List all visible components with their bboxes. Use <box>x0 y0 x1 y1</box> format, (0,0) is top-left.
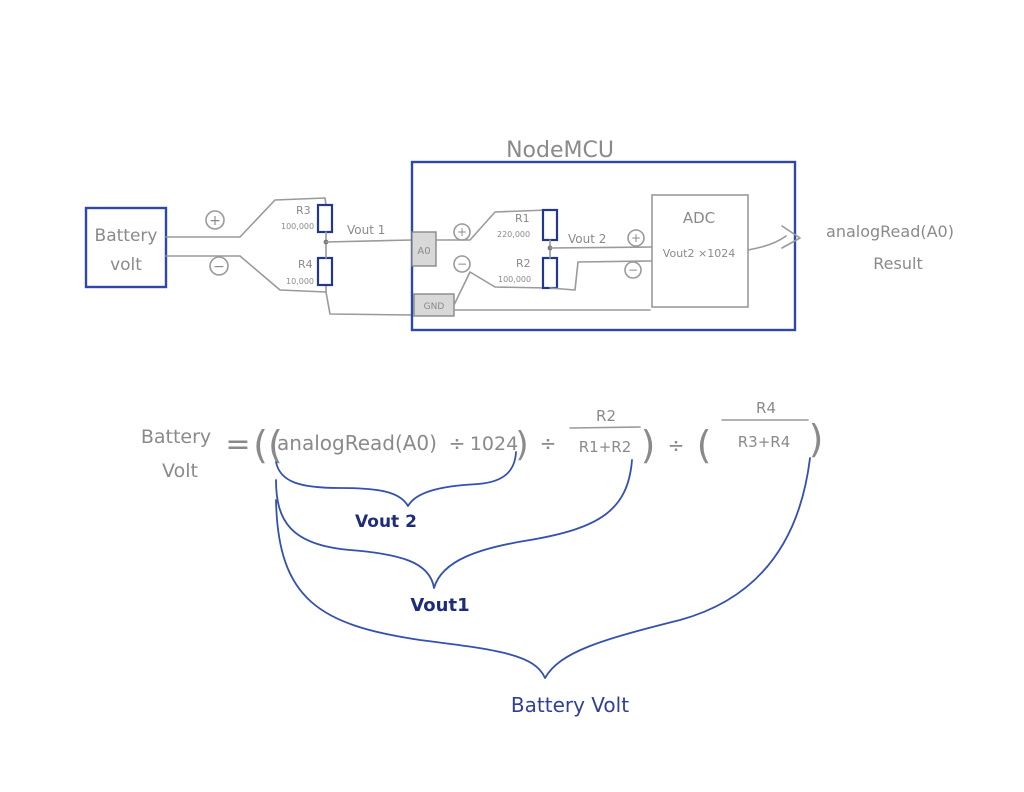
formula-open3: ( <box>697 423 712 467</box>
brace-vout1 <box>275 459 633 589</box>
adc-minus-sign: − <box>628 263 638 277</box>
brace-vout1-label: Vout1 <box>410 595 469 616</box>
wire-vout1-to-a0 <box>325 239 413 243</box>
adc-title: ADC <box>683 209 715 227</box>
r1-label: R1 <box>515 212 530 225</box>
inner-minus-sign: − <box>457 257 467 271</box>
adc-formula: Vout2 ×1024 <box>663 247 735 260</box>
brace-vout2-label: Vout 2 <box>355 512 417 532</box>
adc-minus-circle <box>624 261 642 279</box>
plus-sign-circle <box>205 210 225 230</box>
frac1-numerator: R2 <box>596 407 616 425</box>
formula-lhs-line2: Volt <box>162 460 198 482</box>
minus-sign-circle <box>209 256 229 276</box>
wire-vout2-to-adc <box>549 246 653 249</box>
wire-top-r3 <box>239 197 327 238</box>
formula-lhs-line1: Battery <box>141 426 211 448</box>
formula-equals: = <box>225 427 250 462</box>
nodemcu-block: NodeMCU A0 GND + − R1 220,000 R2 100,000… <box>410 138 801 332</box>
nodemcu-title: NodeMCU <box>506 138 614 163</box>
output-line2: Result <box>873 254 922 273</box>
wire-r2-to-adc-minus <box>549 260 653 291</box>
battery-box <box>84 206 168 289</box>
adc-plus-circle <box>627 229 645 247</box>
wire-ground <box>325 291 413 316</box>
formula-const: 1024 <box>470 433 518 455</box>
r1-value: 220,000 <box>497 230 530 239</box>
wire-gnd-r2 <box>453 271 549 306</box>
annotation-braces: Vout 2 Vout1 Battery Volt <box>275 451 811 717</box>
formula-div2: ÷ <box>540 431 557 455</box>
plus-sign: + <box>209 213 221 229</box>
inner-minus-circle <box>453 255 471 273</box>
formula-div3: ÷ <box>668 433 685 457</box>
vout2-label: Vout 2 <box>568 232 606 246</box>
adc-box <box>651 194 749 308</box>
frac1-denominator: R1+R2 <box>579 438 632 456</box>
frac2-numerator: R4 <box>756 399 776 417</box>
output-arrow-tail <box>747 235 787 251</box>
output-result: analogRead(A0) Result <box>826 222 954 273</box>
brace-battery <box>275 457 811 679</box>
r4-label: R4 <box>298 258 313 271</box>
nodemcu-box <box>410 160 797 332</box>
resistor-r2 <box>541 256 559 290</box>
resistor-r4 <box>316 256 334 287</box>
r3-label: R3 <box>296 204 311 217</box>
output-line1: analogRead(A0) <box>826 222 954 241</box>
r2-value: 100,000 <box>498 275 531 284</box>
adc-plus-sign: + <box>631 231 641 245</box>
battery-label-line2: volt <box>110 255 142 275</box>
formula-div1: ÷ <box>449 431 466 455</box>
wire-a0-r1 <box>435 209 549 241</box>
brace-vout2 <box>275 451 517 507</box>
r4-value: 10,000 <box>286 277 314 286</box>
formula-analog-term: analogRead(A0) <box>277 431 437 455</box>
vout1-label: Vout 1 <box>347 223 385 237</box>
formula-close2: ) <box>641 423 656 467</box>
battery-label-line1: Battery <box>95 226 158 246</box>
resistor-r3 <box>316 203 334 234</box>
formula: Battery Volt = (( analogRead(A0) ÷ 1024 … <box>141 399 824 482</box>
inner-plus-sign: + <box>457 225 467 239</box>
minus-sign: − <box>213 259 225 275</box>
r3-value: 100,000 <box>281 222 314 231</box>
pin-a0 <box>411 231 437 267</box>
resistor-r1 <box>541 208 559 242</box>
wire-bottom-r4 <box>239 255 327 293</box>
pin-a0-label: A0 <box>417 246 430 257</box>
outer-voltage-divider: R3 100,000 R4 10,000 Vout 1 <box>239 197 413 316</box>
frac2-denominator: R3+R4 <box>738 433 791 451</box>
formula-close1: ) <box>515 425 528 465</box>
pin-gnd-label: GND <box>424 302 445 312</box>
formula-open-parens: (( <box>253 423 283 467</box>
frac1-bar <box>569 426 641 429</box>
brace-battery-label: Battery Volt <box>511 693 629 717</box>
output-arrow-head <box>781 225 801 249</box>
formula-close3: ) <box>809 417 824 461</box>
battery-block: Battery volt + − <box>84 206 241 289</box>
r2-label: R2 <box>516 257 531 270</box>
